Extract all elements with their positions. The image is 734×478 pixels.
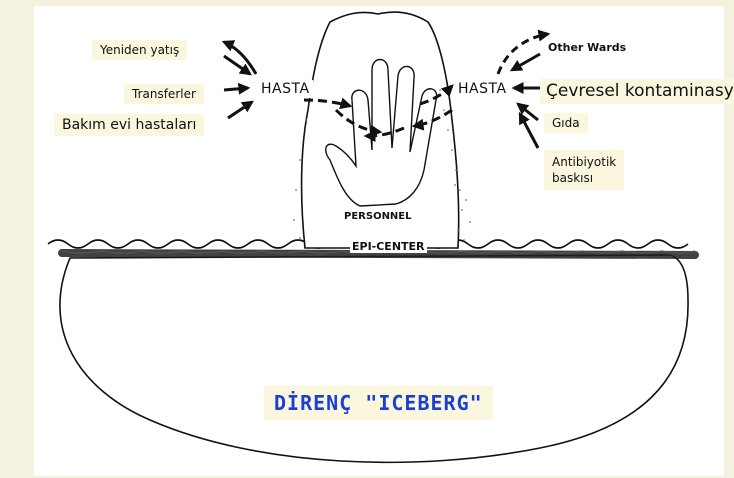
label-nursing-home: Bakım evi hastaları — [54, 114, 204, 136]
patient-label-right: HASTA — [455, 80, 510, 98]
label-epicenter: EPI-CENTER — [350, 240, 427, 253]
label-food: Gıda — [544, 113, 588, 133]
label-antibiotic-line1: Antibiyotik — [552, 154, 616, 170]
label-resistance-iceberg: DİRENÇ "ICEBERG" — [264, 386, 493, 420]
label-personnel: PERSONNEL — [344, 212, 412, 222]
patient-label-left: HASTA — [258, 80, 313, 98]
label-other-wards: Other Wards — [548, 42, 626, 53]
label-environmental-contamination: Çevresel kontaminasyon — [540, 79, 734, 104]
label-antibiotic-line2: baskısı — [552, 170, 616, 186]
label-transfers: Transferler — [124, 84, 204, 104]
label-readmission: Yeniden yatış — [92, 40, 187, 60]
left-arrows — [224, 42, 256, 118]
iceberg-body — [60, 255, 688, 462]
label-antibiotic-pressure: Antibiyotik baskısı — [544, 150, 624, 190]
